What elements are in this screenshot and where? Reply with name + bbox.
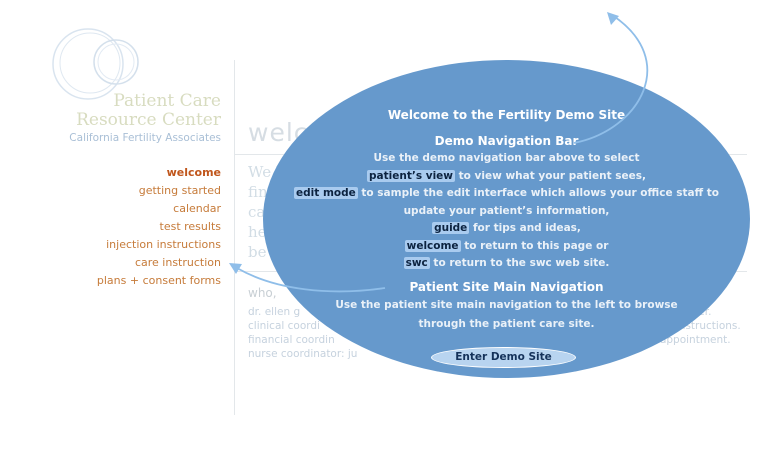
instruction-line: swc to return to the swc web site.: [263, 255, 750, 273]
paragraph-line: ca: [248, 203, 266, 221]
main-navigation: welcome getting started calendar test re…: [60, 164, 221, 290]
instruction-line: edit mode to sample the edit interface w…: [263, 185, 750, 203]
instruction-line: Use the patient site main navigation to …: [335, 299, 678, 311]
nav-item-care-instruction[interactable]: care instruction: [134, 256, 221, 269]
demo-nav-heading: Demo Navigation Bar: [434, 134, 579, 148]
arrow-to-main-nav-icon: [236, 267, 386, 293]
instruction-line: through the patient care site.: [418, 318, 595, 330]
overlay-title: Welcome to the Fertility Demo Site: [387, 108, 626, 122]
instruction-line: update your patient’s information,: [403, 204, 610, 217]
instruction-text: for tips and ideas,: [469, 222, 581, 234]
guide-keyword: guide: [432, 222, 470, 234]
instruction-line: Use the demo navigation bar above to sel…: [373, 152, 640, 164]
logo-rings-icon: [52, 28, 139, 100]
main-nav-heading: Patient Site Main Navigation: [409, 280, 604, 294]
paragraph-line: be: [248, 243, 267, 261]
instruction-text: to sample the edit interface which allow…: [357, 187, 719, 199]
vertical-divider: [234, 60, 235, 415]
overlay-instructions: Use the demo navigation bar above to sel…: [263, 150, 750, 273]
logo-title-line1: Patient Care: [113, 91, 221, 111]
nav-item-injection-instructions[interactable]: injection instructions: [106, 238, 221, 251]
who-heading: who,: [248, 286, 277, 300]
nav-item-calendar[interactable]: calendar: [173, 202, 221, 215]
nav-item-test-results[interactable]: test results: [159, 220, 221, 233]
demo-welcome-oval: [263, 60, 750, 378]
logo-title-line2: Resource Center: [76, 110, 221, 130]
logo-subtitle: California Fertility Associates: [69, 132, 221, 144]
demo-welcome-content: Welcome to the Fertility Demo Site Demo …: [263, 60, 750, 378]
instruction-line: guide for tips and ideas,: [263, 220, 750, 238]
edit-mode-keyword: edit mode: [294, 187, 358, 199]
nav-item-getting-started[interactable]: getting started: [138, 184, 221, 197]
main-nav-instructions: Use the patient site main navigation to …: [263, 296, 750, 334]
staff-line: dr. ellen g: [248, 306, 301, 318]
staff-line: clinical coordi: [248, 320, 320, 332]
instruction-line: patient’s view to view what your patient…: [263, 168, 750, 186]
nav-item-plans-consent-forms[interactable]: plans + consent forms: [96, 274, 221, 287]
arrow-head-left-icon: [229, 263, 242, 274]
welcome-keyword: welcome: [404, 239, 461, 252]
paragraph-line: he: [248, 223, 267, 241]
paragraph-line: fin: [248, 183, 268, 201]
staff-line: nurse coordinator: ju: [248, 348, 358, 360]
arrow-head-up-icon: [607, 12, 619, 25]
swc-keyword: swc: [403, 257, 430, 269]
nav-item-welcome[interactable]: welcome: [166, 166, 221, 179]
instruction-text: to return to the swc web site.: [429, 257, 610, 269]
instruction-text: to return to this page or: [460, 239, 609, 252]
enter-demo-site-button[interactable]: Enter Demo Site: [431, 347, 576, 368]
instruction-text: to view what your patient sees,: [455, 169, 646, 182]
instruction-line: welcome to return to this page or: [263, 238, 750, 256]
arrow-to-demo-bar-icon: [573, 14, 649, 144]
patients-view-keyword: patient’s view: [367, 169, 455, 182]
staff-line: financial coordin: [248, 334, 335, 346]
